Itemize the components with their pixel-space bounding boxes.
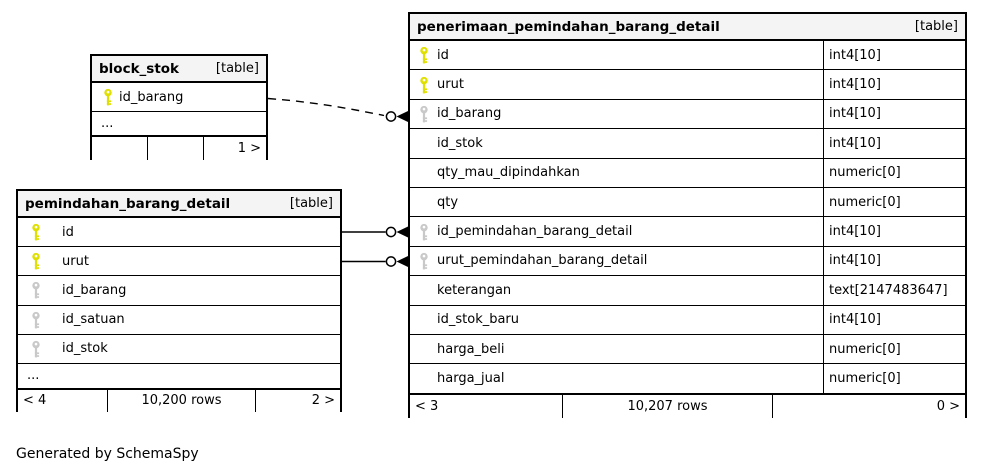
- table-name[interactable]: pemindahan_barang_detail: [25, 195, 231, 212]
- column-name: id_pemindahan_barang_detail: [437, 224, 633, 240]
- fk-connector-block_stok-id_barang: [267, 97, 408, 122]
- column-name: id_satuan: [62, 312, 125, 328]
- footer-children: 2 >: [255, 389, 340, 412]
- ellipsis-label: ...: [101, 116, 114, 131]
- column-type: int4[10]: [823, 99, 965, 129]
- column-type: numeric[0]: [823, 158, 965, 187]
- footer-rowcount: 10,207 rows: [562, 394, 772, 418]
- primary-key-icon: [104, 88, 112, 106]
- table-row: qty_mau_dipindahkan numeric[0]: [410, 158, 965, 188]
- foreign-key-icon: [420, 105, 428, 123]
- table-tag: [table]: [215, 61, 259, 76]
- table-row: id_pemindahan_barang_detail int4[10]: [410, 217, 965, 247]
- table-row: id_barang int4[10]: [410, 99, 965, 130]
- footer-rowcount: 10,200 rows: [107, 389, 255, 412]
- footer-rowcount: [147, 137, 203, 160]
- table-row: harga_jual numeric[0]: [410, 364, 965, 394]
- column-name: urut: [437, 77, 464, 93]
- table-row: id_barang: [18, 276, 340, 306]
- footer-children: 1 >: [203, 137, 266, 160]
- table-row-ellipsis: ...: [18, 363, 340, 389]
- foreign-key-icon: [420, 252, 428, 270]
- table-row: id_stok_baru int4[10]: [410, 305, 965, 335]
- foreign-key-icon: [32, 282, 40, 299]
- table-header[interactable]: block_stok [table]: [92, 56, 266, 83]
- table-row: id: [18, 218, 340, 248]
- column-type: int4[10]: [823, 246, 965, 276]
- footer-children: 0 >: [772, 394, 965, 418]
- table-row: id_stok: [18, 334, 340, 364]
- table-tag: [table]: [289, 196, 333, 211]
- table-row: harga_beli numeric[0]: [410, 334, 965, 365]
- column-type: text[2147483647]: [823, 276, 965, 305]
- primary-key-icon: [32, 223, 40, 241]
- column-name: qty: [437, 194, 459, 210]
- footer-parents: [92, 137, 147, 160]
- column-type: numeric[0]: [823, 364, 965, 393]
- column-name: id_stok: [62, 341, 108, 357]
- table-footer: 1 >: [92, 136, 266, 160]
- table-node-block_stok[interactable]: block_stok [table] id_barang ... 1 >: [90, 54, 268, 160]
- column-name: id_stok_baru: [437, 312, 520, 328]
- column-type: numeric[0]: [823, 334, 965, 364]
- column-name: qty_mau_dipindahkan: [437, 165, 580, 181]
- table-row: keterangan text[2147483647]: [410, 276, 965, 306]
- table-row: qty numeric[0]: [410, 187, 965, 218]
- table-row: urut: [18, 247, 340, 277]
- primary-key-icon: [420, 76, 428, 93]
- column-name: id_barang: [62, 282, 127, 298]
- foreign-key-icon: [420, 223, 428, 240]
- primary-key-icon: [420, 47, 428, 64]
- column-name: id: [62, 224, 74, 240]
- table-header[interactable]: penerimaan_pemindahan_barang_detail [tab…: [410, 14, 965, 41]
- table-tag: [table]: [914, 19, 958, 34]
- column-name: id_barang: [437, 106, 502, 122]
- footer-parents: < 3: [415, 398, 439, 414]
- table-footer: < 3 10,207 rows 0 >: [410, 393, 965, 418]
- column-name: id_barang: [119, 89, 184, 105]
- fk-connector-pemindahan-urut: [342, 256, 408, 267]
- column-name: id: [437, 47, 449, 63]
- column-name: harga_beli: [437, 341, 505, 357]
- column-name: urut: [62, 253, 89, 269]
- table-row: id_barang: [92, 83, 266, 112]
- table-row: id int4[10]: [410, 41, 965, 71]
- table-row: urut int4[10]: [410, 70, 965, 100]
- generated-by-note: Generated by SchemaSpy: [16, 446, 199, 462]
- table-node-pemindahan_barang_detail[interactable]: pemindahan_barang_detail [table] id urut…: [16, 189, 342, 412]
- table-name[interactable]: penerimaan_pemindahan_barang_detail: [417, 18, 720, 35]
- table-name[interactable]: block_stok: [99, 60, 180, 77]
- table-footer: < 4 10,200 rows 2 >: [18, 388, 340, 412]
- footer-parents: < 4: [23, 393, 47, 409]
- column-type: numeric[0]: [823, 187, 965, 217]
- column-name: urut_pemindahan_barang_detail: [437, 253, 648, 269]
- table-row-ellipsis: ...: [92, 112, 266, 136]
- column-type: int4[10]: [823, 70, 965, 99]
- column-type: int4[10]: [823, 41, 965, 70]
- column-name: id_stok: [437, 135, 483, 151]
- table-node-penerimaan_pemindahan_barang_detail[interactable]: penerimaan_pemindahan_barang_detail [tab…: [408, 12, 967, 418]
- column-name: keterangan: [437, 282, 512, 298]
- foreign-key-icon: [32, 340, 40, 358]
- column-name: harga_jual: [437, 370, 505, 386]
- column-type: int4[10]: [823, 129, 965, 158]
- primary-key-icon: [32, 253, 40, 270]
- table-row: id_satuan: [18, 305, 340, 335]
- column-type: int4[10]: [823, 305, 965, 334]
- foreign-key-icon: [32, 311, 40, 329]
- fk-connector-pemindahan-id: [342, 226, 408, 238]
- table-row: id_stok int4[10]: [410, 129, 965, 159]
- table-row: urut_pemindahan_barang_detail int4[10]: [410, 246, 965, 277]
- table-header[interactable]: pemindahan_barang_detail [table]: [18, 191, 340, 218]
- column-type: int4[10]: [823, 217, 965, 246]
- ellipsis-label: ...: [27, 368, 40, 384]
